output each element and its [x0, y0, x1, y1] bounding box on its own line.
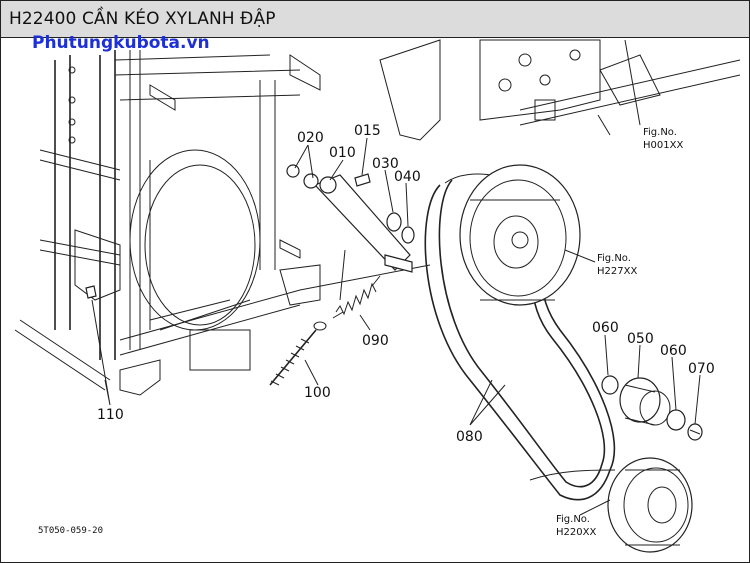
- upper-pulley-drawing: [459, 164, 581, 306]
- fig-ref-h227-label: Fig.No.: [597, 253, 631, 264]
- spring-and-rod-drawing: [269, 275, 381, 386]
- upper-right-frame-drawing: [479, 39, 741, 126]
- callout-050: 050: [627, 331, 654, 347]
- page-title: H22400 CẦN KÉO XYLANH ĐẬP: [9, 9, 276, 29]
- callout-080: 080: [456, 429, 483, 445]
- fig-ref-h227-number: H227XX: [597, 266, 637, 277]
- callout-110: 110: [97, 407, 124, 423]
- idler-parts-drawing: [601, 375, 703, 441]
- callout-020: 020: [297, 130, 324, 146]
- callout-060-left: 060: [592, 320, 619, 336]
- callout-090: 090: [362, 333, 389, 349]
- callout-100: 100: [304, 385, 331, 401]
- callout-070: 070: [688, 361, 715, 377]
- fig-ref-h220-label: Fig.No.: [556, 514, 590, 525]
- fig-ref-h001-number: H001XX: [643, 140, 683, 151]
- machine-frame-drawing: [14, 39, 441, 396]
- drawing-code: 5T050-059-20: [38, 526, 103, 536]
- parts-diagram: 020 015 010 030 040 060 050 060 070 090 …: [14, 39, 741, 553]
- lever-assembly-drawing: [286, 164, 415, 273]
- bolt-drawing: [85, 285, 97, 299]
- fig-ref-h001-label: Fig.No.: [643, 127, 677, 138]
- lower-pulley-drawing: [607, 457, 693, 553]
- callout-040: 040: [394, 169, 421, 185]
- callout-015: 015: [354, 123, 381, 139]
- site-watermark: Phutungkubota.vn: [32, 33, 210, 53]
- leader-lines: [91, 39, 701, 516]
- callout-060-right: 060: [660, 343, 687, 359]
- fig-ref-h220-number: H220XX: [556, 527, 596, 538]
- header-bar: H22400 CẦN KÉO XYLANH ĐẬP: [1, 1, 749, 38]
- callout-030: 030: [372, 156, 399, 172]
- callout-010: 010: [329, 145, 356, 161]
